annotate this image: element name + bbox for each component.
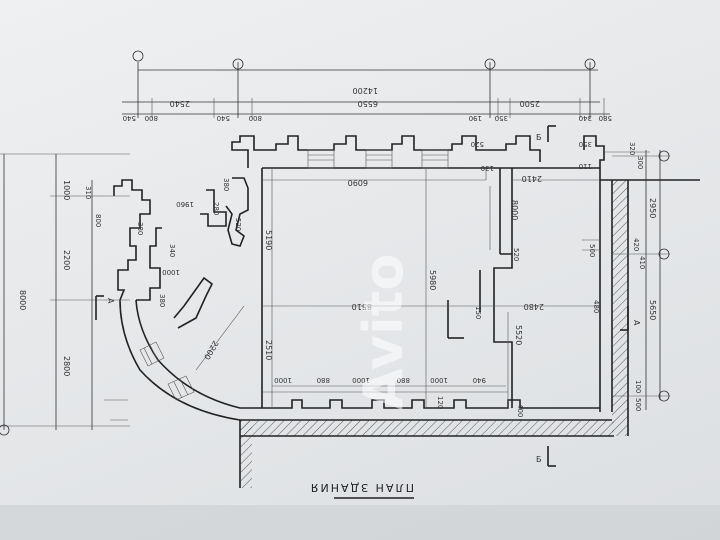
- dim-right-7: 500: [634, 398, 642, 411]
- dim-ls-12: 500: [588, 244, 596, 257]
- dim-right-room-top: 2410: [522, 174, 542, 183]
- dim-ls-2: 1000: [162, 268, 180, 276]
- dim-ls-9: 520: [471, 140, 484, 148]
- dim-ls-1: 1960: [176, 200, 194, 208]
- dim-left-lower: 2510: [264, 340, 273, 360]
- axis-circle-b: [658, 248, 670, 260]
- interior-partitions: [447, 168, 600, 408]
- dim-top-1: 6550: [358, 99, 378, 108]
- ground-hatch-right: [612, 180, 628, 436]
- dim-left-5: 310: [84, 186, 92, 199]
- dim-span-1: 1000: [274, 376, 292, 384]
- section-label-top: Б: [536, 133, 542, 142]
- dim-overall: 14200: [353, 86, 378, 95]
- dim-span-2: 880: [317, 376, 330, 384]
- ground-hatch-bottom: [240, 420, 614, 436]
- plan-title: ПЛАН ЗДАНИЯ: [309, 481, 414, 494]
- axis-mark-1: [584, 58, 596, 70]
- dim-right-room-height: 5520: [514, 325, 523, 345]
- dim-ls-14: 120: [436, 396, 444, 409]
- dim-ls-13: 110: [579, 162, 592, 170]
- axis-circle-v: [658, 150, 670, 162]
- top-dimension-chain: [122, 62, 610, 118]
- dim-top-3: 2500: [520, 99, 540, 108]
- dim-top-s3: 540: [217, 114, 230, 122]
- interior-dimension-lines: [262, 168, 600, 408]
- dim-ls-7: 380: [222, 178, 230, 191]
- dim-ls-3: 340: [168, 244, 176, 257]
- dim-ls-6: 520: [234, 218, 242, 231]
- dim-right-room-width: 2480: [524, 302, 544, 311]
- paper-shadow: [0, 505, 720, 540]
- section-label-left: А: [106, 298, 115, 304]
- left-small-dims: 1960 1000 340 380 280 520 380 380 520 15…: [136, 140, 600, 409]
- section-label-right: А: [632, 320, 641, 326]
- dim-top-s4: 800: [249, 114, 262, 122]
- dim-top-s5: 190: [469, 114, 482, 122]
- dim-partition-b: 520: [512, 248, 520, 261]
- dim-bottom-right: 400: [516, 404, 524, 417]
- dim-left-1: 8000: [18, 290, 27, 310]
- dim-ls-4: 380: [136, 222, 144, 235]
- dim-radius: 2200: [202, 339, 220, 361]
- dim-right-2: 5650: [648, 300, 657, 320]
- ground-hatch-left: [240, 420, 252, 488]
- dim-left-6: 800: [94, 214, 102, 227]
- dim-top-s6: 350: [495, 114, 508, 122]
- section-marker-right: [620, 306, 629, 331]
- section-marker-top: [547, 125, 556, 142]
- left-dimension-chain: [0, 153, 130, 436]
- dim-main-width: 8510: [352, 302, 372, 311]
- axis-mark-3: [232, 58, 244, 70]
- right-dimension-chain: [604, 150, 670, 410]
- level-marker-left: [104, 399, 128, 421]
- dim-span-4: 880: [397, 376, 410, 384]
- dim-left-2: 2200: [62, 250, 71, 270]
- watermark: Avito: [352, 254, 415, 411]
- bottom-span-labels: 1000 880 1000 880 1000 940 400: [274, 376, 524, 417]
- dim-right-4: 420: [632, 238, 640, 251]
- dim-top-wall: 6090: [348, 178, 368, 187]
- dim-ls-8: 380: [158, 294, 166, 307]
- dim-left-height: 5190: [264, 230, 273, 250]
- dim-top-s7: 340: [579, 114, 592, 122]
- dim-right-1: 2950: [648, 198, 657, 218]
- section-label-bottom: Б: [536, 455, 542, 464]
- dim-partition-a: 8000: [510, 200, 519, 220]
- dim-right-5: 410: [638, 256, 646, 269]
- dim-right-3: 320: [628, 142, 636, 155]
- dim-top-s8: 580: [599, 114, 612, 122]
- dim-right-8: 300: [636, 156, 644, 169]
- section-marker-left: [95, 295, 104, 320]
- dim-ls-11: 350: [579, 140, 592, 148]
- dim-ls-10: 150: [474, 306, 482, 319]
- dim-room-height: 5980: [428, 270, 437, 290]
- dim-ls-16: 130: [481, 164, 494, 172]
- section-marker-bottom: [547, 446, 556, 467]
- dim-top-2: 2540: [170, 99, 190, 108]
- dim-left-4: 2800: [62, 356, 71, 376]
- dim-span-3: 1000: [352, 376, 370, 384]
- dim-top-s2: 800: [145, 114, 158, 122]
- dim-span-6: 940: [473, 376, 486, 384]
- dim-top-s1: 540: [123, 114, 136, 122]
- dim-ls-15: 480: [592, 300, 600, 313]
- dim-ls-5: 280: [212, 202, 220, 215]
- dim-left-3: 1000: [62, 180, 71, 200]
- axis-circle-a: [658, 390, 670, 402]
- axis-mark-4: [132, 50, 144, 62]
- axis-mark-2: [484, 58, 496, 70]
- left-apse: [113, 177, 262, 421]
- dim-right-6: 100: [634, 380, 642, 393]
- dim-span-5: 1000: [430, 376, 448, 384]
